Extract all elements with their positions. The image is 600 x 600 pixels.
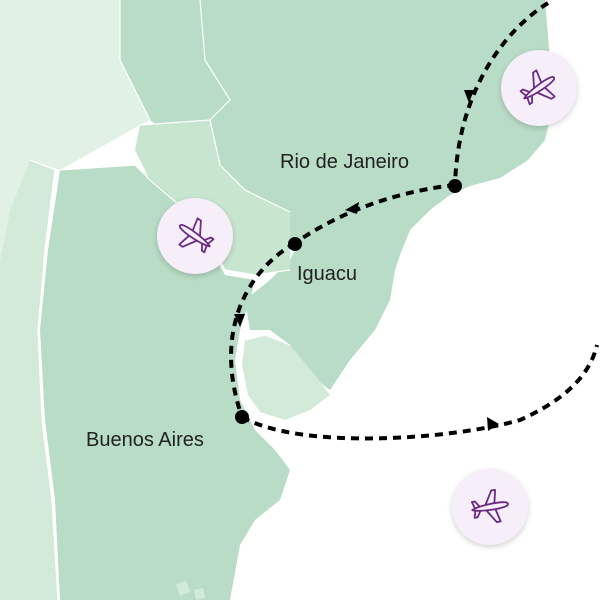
route-segment-arrival [453,1,550,186]
city-marker-buenos-aires[interactable] [235,410,249,424]
arrow-head [345,202,359,214]
plane-badge-atlantic [452,469,528,545]
flight-route [229,1,599,441]
route-arrows [234,90,499,431]
uruguay-region [242,335,330,420]
island [176,580,190,596]
plane-badge-paraguay [157,198,233,274]
city-marker-rio[interactable] [448,179,462,193]
route-segment-iguacu-buenos-aires [229,241,297,418]
island [194,588,205,600]
arrow-head [464,90,474,103]
city-label-rio: Rio de Janeiro [280,151,409,173]
city-marker-iguacu[interactable] [288,237,302,251]
city-label-buenos-aires: Buenos Aires [86,429,204,451]
route-segment-rio-iguacu [293,183,456,245]
city-label-iguacu: Iguacu [297,263,357,285]
arrow-head [487,417,499,431]
chile-region [0,160,58,600]
bolivia-peru-region [0,0,150,260]
paraguay-region [135,120,290,275]
plane-badge-rio [501,50,577,126]
argentina-region [40,165,290,600]
route-segment-departure [241,344,599,441]
plane-icon [470,488,509,523]
plane-icon [178,217,215,254]
plane-icon [519,69,556,106]
arrow-head [234,314,245,327]
